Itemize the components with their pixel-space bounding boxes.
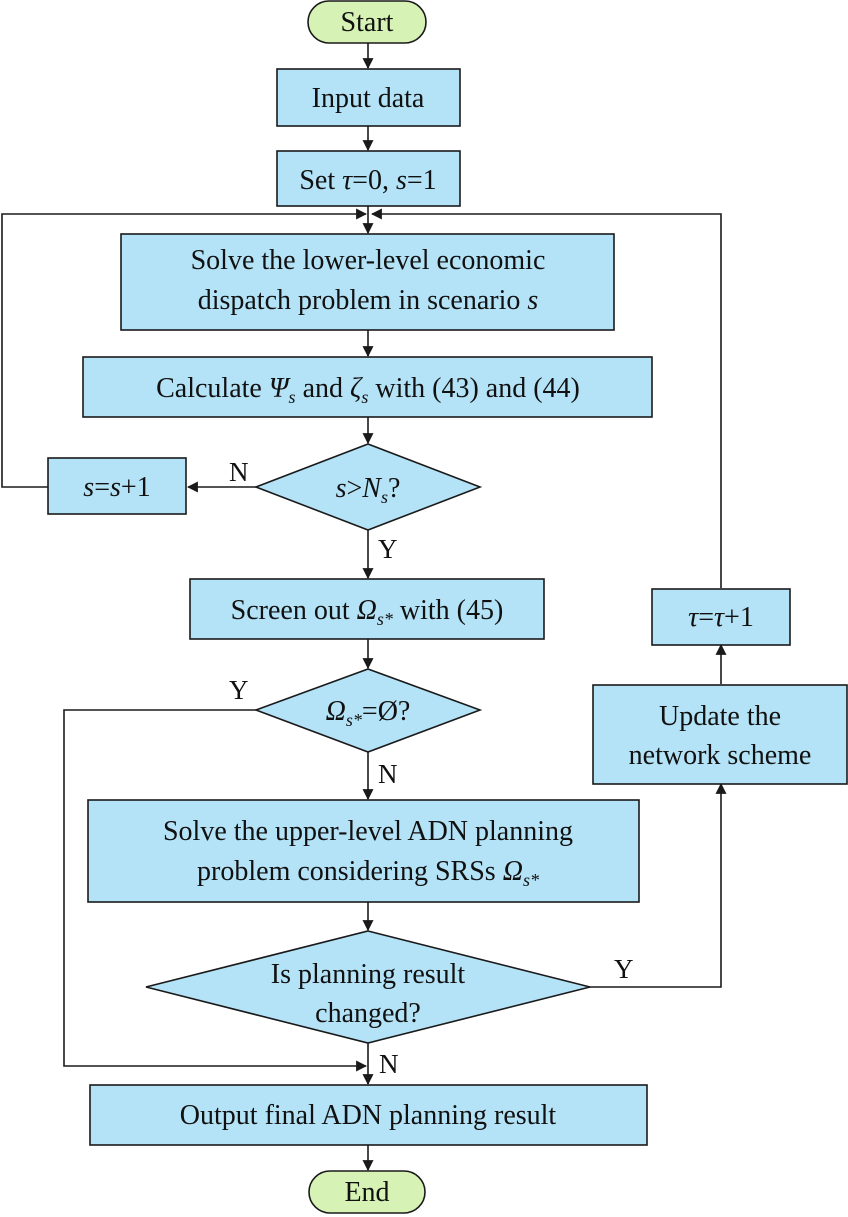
increment-s-label: s=s+1 [83, 472, 150, 503]
update-line1: Update the [659, 701, 781, 732]
set-initial-label: Set τ=0, s=1 [299, 165, 436, 196]
solve-upper-line1: Solve the upper-level ADN planning [163, 816, 573, 847]
screen-out-label: Screen out Ωs* with (45) [231, 595, 504, 629]
decision-omega-empty: Ωs*=Ø? [253, 668, 483, 753]
set-initial-box: Set τ=0, s=1 [276, 150, 461, 207]
decision1-label: s>Ns? [336, 473, 401, 507]
output-label: Output final ADN planning result [180, 1100, 557, 1131]
decision3-line2: changed? [315, 998, 421, 1029]
loop-tau-back [370, 208, 722, 588]
output-result-box: Output final ADN planning result [89, 1084, 648, 1146]
loop-increment-back [1, 208, 368, 488]
decision1-yes-label: Y [378, 534, 398, 564]
calculate-box: Calculate Ψs and ζs with (43) and (44) [82, 356, 653, 418]
update-network-box: Update the network scheme [592, 684, 848, 785]
solve-lower-line2: dispatch problem in scenario s [198, 285, 539, 316]
end-terminal: End [308, 1170, 426, 1214]
calculate-label: Calculate Ψs and ζs with (43) and (44) [156, 373, 580, 407]
decision3-yes-label: Y [614, 954, 634, 984]
solve-lower-level-box: Solve the lower-level economic dispatch … [120, 233, 615, 331]
decision2-yes-label: Y [229, 675, 249, 705]
increment-s-box: s=s+1 [47, 457, 187, 515]
update-line2: network scheme [629, 740, 812, 771]
decision2-label: Ωs*=Ø? [326, 696, 411, 730]
decision3-line1: Is planning result [271, 959, 466, 990]
decision1-no-label: N [229, 457, 249, 487]
input-data-label: Input data [312, 83, 425, 114]
input-data-box: Input data [276, 68, 461, 127]
decision2-no-label: N [378, 759, 398, 789]
tau-increment-label: τ=τ+1 [688, 602, 754, 633]
solve-lower-line1: Solve the lower-level economic [191, 245, 546, 276]
start-label: Start [341, 7, 394, 38]
solve-upper-line2: problem considering SRSs Ωs* [197, 856, 539, 890]
decision-s-greater-than-ns: s>Ns? [253, 443, 483, 531]
start-terminal: Start [307, 0, 427, 44]
solve-upper-level-box: Solve the upper-level ADN planning probl… [87, 799, 640, 903]
screen-out-box: Screen out Ωs* with (45) [189, 578, 545, 640]
decision-planning-changed: Is planning result changed? [145, 930, 591, 1044]
tau-increment-box: τ=τ+1 [651, 588, 791, 646]
decision3-no-label: N [379, 1049, 399, 1079]
end-label: End [344, 1177, 389, 1208]
connectors [1, 43, 727, 1172]
arrow-decision3-yes-to-update [588, 782, 727, 988]
arrow-decision2-yes-to-output [63, 709, 368, 1072]
